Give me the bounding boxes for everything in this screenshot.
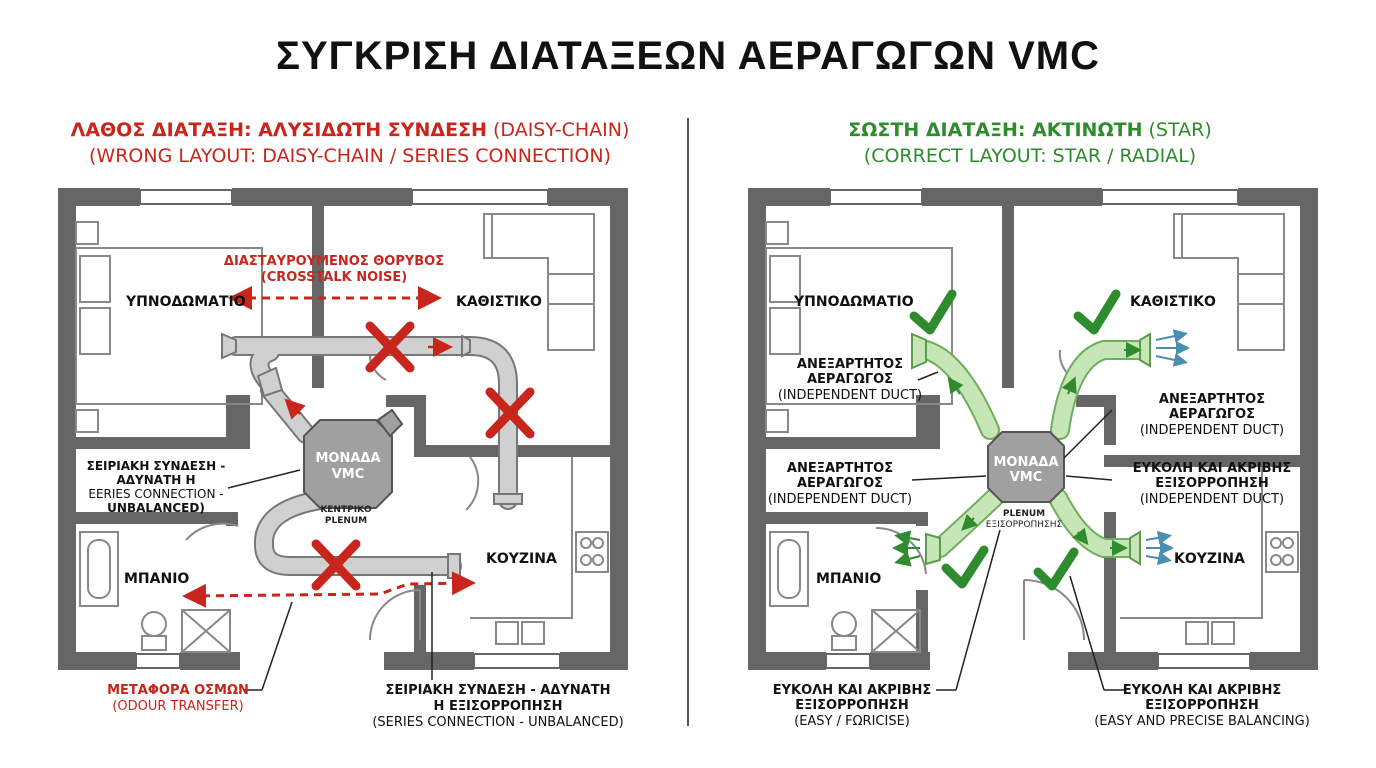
duct-kitchen-line3: (INDEPENDENT DUCT) — [1140, 492, 1284, 507]
wrong-subheading: (WRONG LAYOUT: DAISY-CHAIN / SERIES CONN… — [89, 145, 611, 167]
correct-plenum-line2: ΕΞΙΣΟΡΡΟΠΗΣΗΣ — [986, 520, 1063, 530]
odour-label-line1: ΜΕΤΑΦΟΡΑ ΟΣΜΩΝ — [107, 683, 249, 698]
series-bottom-line3: (SERIES CONNECTION - UNBALANCED) — [372, 715, 623, 730]
duct-bedroom-line3: (INDEPENDENT DUCT) — [778, 388, 922, 403]
wrong-heading-bold: ΛΑΘΟΣ ΔΙΑΤΑΞΗ: ΑΛΥΣΙΔΩΤΗ ΣΥΝΔΕΣΗ — [70, 119, 487, 141]
wrong-room-bath: ΜΠΑΝΙΟ — [124, 571, 189, 587]
correct-room-kitchen: ΚΟΥΖΙΝΑ — [1174, 551, 1245, 567]
duct-kitchen-line1: ΕΥΚΟΛΗ ΚΑΙ ΑΚΡΙΒΗΣ — [1133, 461, 1292, 476]
balance-left-line1: ΕΥΚΟΛΗ ΚΑΙ ΑΚΡΙΒΗΣ — [773, 683, 932, 698]
correct-unit-line1: ΜΟΝΑΔΑ — [993, 455, 1058, 470]
wrong-room-living: ΚΑΘΙΣΤΙΚΟ — [456, 294, 542, 310]
duct-left-line2: ΑΕΡΑΓΩΓΟΣ — [797, 476, 883, 491]
correct-room-bedroom: ΥΠΝΟΔΩΜΑΤΙΟ — [793, 294, 914, 310]
series-left-line1: ΣΕΙΡΙΑΚΗ ΣΥΝΔΕΣΗ - — [87, 459, 226, 473]
correct-plenum-line1: PLENUM — [1003, 509, 1045, 519]
series-left-line4: UNBALANCED) — [107, 501, 205, 515]
wrong-layout-heading: ΛΑΘΟΣ ΔΙΑΤΑΞΗ: ΑΛΥΣΙΔΩΤΗ ΣΥΝΔΕΣΗ (DAISY-… — [40, 117, 660, 169]
correct-floorplan — [748, 188, 1318, 691]
center-divider — [687, 118, 689, 726]
duct-kitchen-line2: ΕΞΙΣΟΡΡΟΠΗΣΗ — [1155, 476, 1269, 491]
balance-left-line2: ΕΞΙΣΟΡΡΟΠΗΣΗ — [795, 698, 909, 713]
main-title: ΣΥΓΚΡΙΣΗ ΔΙΑΤΑΞΕΩΝ ΑΕΡΑΓΩΓΩΝ VMC — [276, 34, 1100, 78]
wrong-floorplan — [58, 188, 628, 691]
wrong-unit-line2: VMC — [332, 467, 365, 482]
wrong-plenum-line2: PLENUM — [325, 516, 367, 526]
wrong-plenum-line1: ΚΕΝΤΡΙΚΟ — [320, 505, 372, 515]
duct-left-line3: (INDEPENDENT DUCT) — [768, 492, 912, 507]
duct-living-line2: ΑΕΡΑΓΩΓΟΣ — [1169, 407, 1255, 422]
correct-heading-bold: ΣΩΣΤΗ ΔΙΑΤΑΞΗ: ΑΚΤΙΝΩΤΗ — [848, 119, 1143, 141]
series-bottom-line2: Η ΕΞΙΣΟΡΡΟΠΗΣΗ — [434, 699, 563, 714]
wrong-room-bedroom: ΥΠΝΟΔΩΜΑΤΙΟ — [125, 294, 246, 310]
balance-right-line3: (EASY AND PRECISE BALANCING) — [1094, 714, 1310, 729]
series-bottom-line1: ΣΕΙΡΙΑΚΗ ΣΥΝΔΕΣΗ - ΑΔΥΝΑΤΗ — [385, 683, 610, 698]
duct-left-line1: ΑΝΕΞΑΡΤΗΤΟΣ — [787, 461, 893, 476]
correct-subheading: (CORRECT LAYOUT: STAR / RADIAL) — [863, 145, 1197, 167]
balance-right-line1: ΕΥΚΟΛΗ ΚΑΙ ΑΚΡΙΒΗΣ — [1123, 683, 1282, 698]
duct-bedroom-line2: ΑΕΡΑΓΩΓΟΣ — [807, 372, 893, 387]
balance-left-line3: (EASY / FΩRICISE) — [794, 714, 910, 729]
correct-heading-rest: (STAR) — [1142, 119, 1212, 141]
correct-room-living: ΚΑΘΙΣΤΙΚΟ — [1130, 294, 1216, 310]
correct-unit-line2: VMC — [1010, 470, 1043, 485]
series-left-line2: ΑΔΥΝΑΤΗ Η — [116, 473, 195, 487]
crosstalk-label-line1: ΔΙΑΣΤΑΥΡΟΥΜΕΝΟΣ ΘΟΡΥΒΟΣ — [224, 254, 444, 269]
duct-bedroom-line1: ΑΝΕΞΑΡΤΗΤΟΣ — [797, 357, 903, 372]
wrong-room-kitchen: ΚΟΥΖΙΝΑ — [486, 551, 557, 567]
series-left-line3: EERIES CONNECTION - — [88, 487, 223, 501]
balance-right-line2: ΕΞΙΣΟΡΡΟΠΗΣΗ — [1145, 698, 1259, 713]
duct-living-line1: ΑΝΕΞΑΡΤΗΤΟΣ — [1159, 392, 1265, 407]
correct-layout-heading: ΣΩΣΤΗ ΔΙΑΤΑΞΗ: ΑΚΤΙΝΩΤΗ (STAR) (CORRECT … — [720, 117, 1340, 169]
crosstalk-label-line2: (CROSSTALK NOISE) — [261, 270, 407, 285]
wrong-heading-rest: (DAISY-CHAIN) — [486, 119, 630, 141]
odour-label-line2: (ODOUR TRANSFER) — [112, 699, 243, 714]
wrong-unit-line1: ΜΟΝΑΔΑ — [315, 451, 380, 466]
correct-room-bath: ΜΠΑΝΙΟ — [816, 571, 881, 587]
duct-living-line3: (INDEPENDENT DUCT) — [1140, 423, 1284, 438]
